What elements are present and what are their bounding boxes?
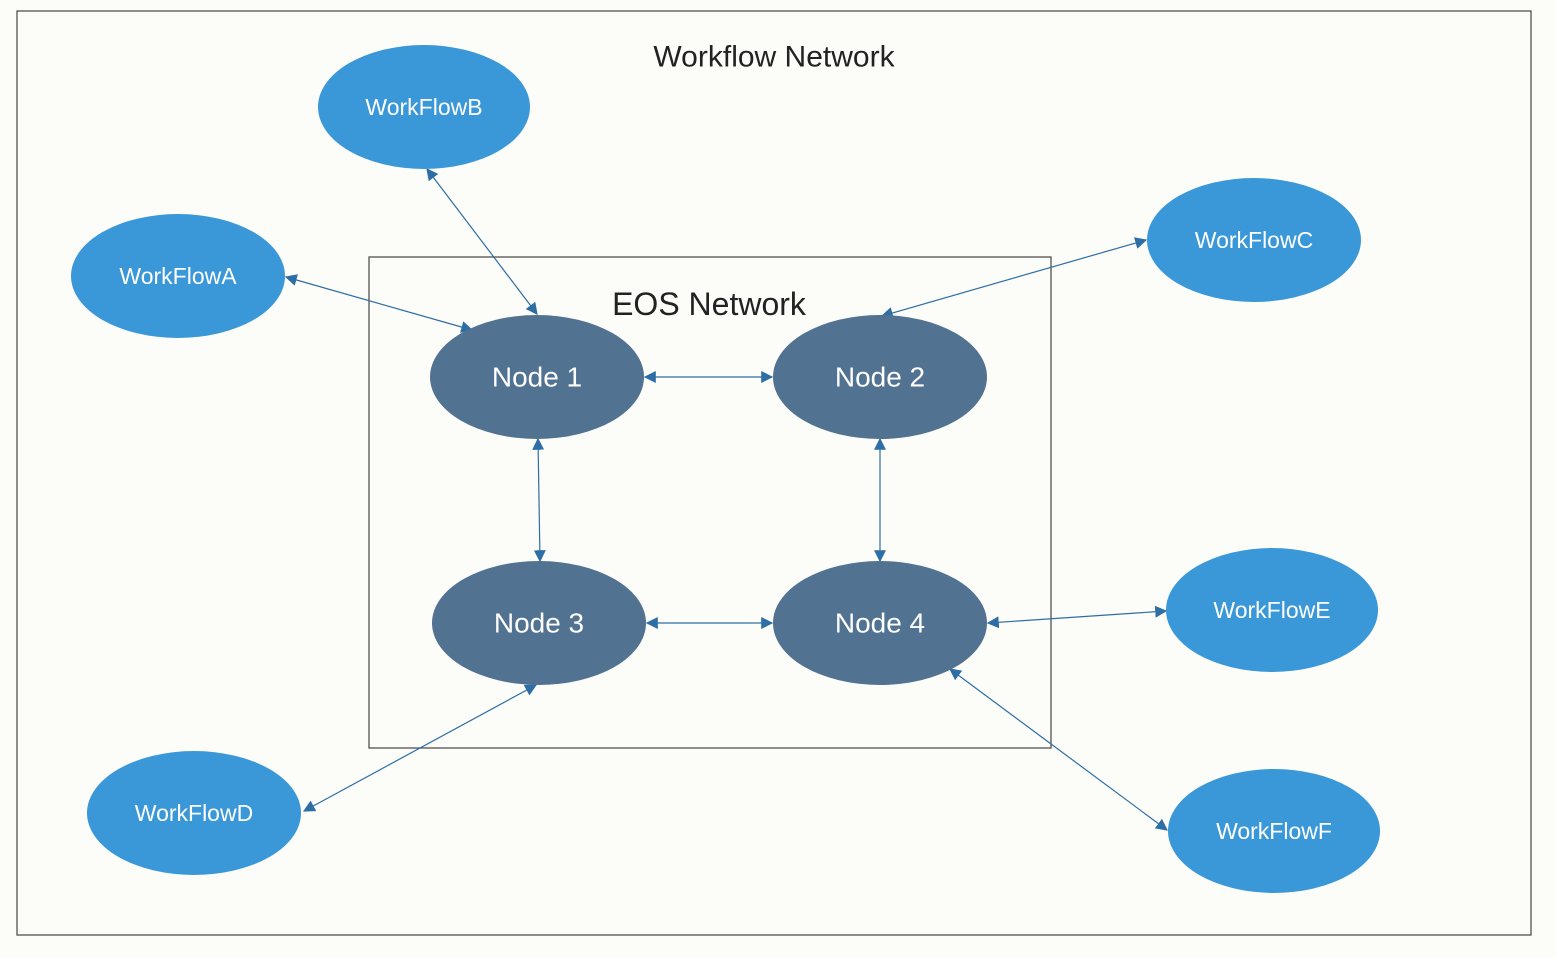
edge-node1-node3	[532, 437, 546, 563]
workflow-f-label: WorkFlowF	[1216, 818, 1332, 844]
node-1-label: Node 1	[492, 362, 582, 393]
edge-wfA-node1	[284, 274, 474, 333]
node-1[interactable]: Node 1	[430, 315, 644, 439]
edge-wfE-node4	[986, 605, 1168, 629]
edge-wfD-node3	[302, 684, 538, 812]
workflow-f[interactable]: WorkFlowF	[1168, 769, 1380, 893]
workflow-c[interactable]: WorkFlowC	[1147, 178, 1361, 302]
workflow-a-label: WorkFlowA	[119, 263, 237, 289]
workflow-c-label: WorkFlowC	[1195, 227, 1313, 253]
workflow-a[interactable]: WorkFlowA	[71, 214, 285, 338]
workflow-e[interactable]: WorkFlowE	[1166, 548, 1378, 672]
workflow-b[interactable]: WorkFlowB	[318, 45, 530, 169]
edge-wfB-node1	[426, 168, 538, 315]
eos-network-frame	[368, 256, 1052, 749]
workflow-d-label: WorkFlowD	[135, 800, 253, 826]
node-4-label: Node 4	[835, 608, 925, 639]
workflow-e-label: WorkFlowE	[1213, 597, 1330, 623]
edges-group	[284, 168, 1168, 831]
edge-wfF-node4	[949, 668, 1168, 831]
node-4[interactable]: Node 4	[773, 561, 987, 685]
node-2[interactable]: Node 2	[773, 315, 987, 439]
node-3-label: Node 3	[494, 608, 584, 639]
workflow-b-label: WorkFlowB	[365, 94, 482, 120]
edge-wfC-node2	[880, 237, 1148, 319]
workflow-d[interactable]: WorkFlowD	[87, 751, 301, 875]
workflow-network-title: Workflow Network	[653, 41, 895, 74]
node-2-label: Node 2	[835, 362, 925, 393]
node-3[interactable]: Node 3	[432, 561, 646, 685]
eos-network-title: EOS Network	[612, 286, 807, 322]
